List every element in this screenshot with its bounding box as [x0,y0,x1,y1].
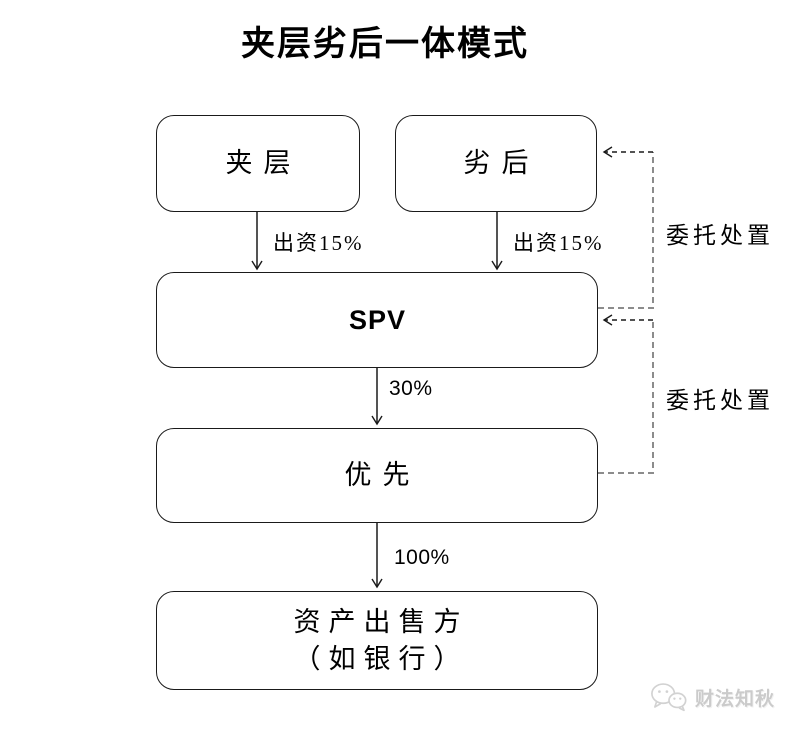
node-senior: 优先 [156,428,598,523]
diagram-title: 夹层劣后一体模式 [241,25,529,63]
node-seller-label-line2: （如银行） [293,643,469,674]
node-senior-label: 优先 [344,460,421,491]
edge-label-100pct: 100% [394,546,450,569]
edge-label-contribute-15-right: 出资15% [513,231,604,255]
node-subordinate: 劣后 [395,115,597,212]
edge-label-30pct: 30% [389,377,433,400]
wechat-icon [651,683,687,712]
watermark: 财法知秋 [649,681,775,713]
node-spv-label: SPV [348,304,407,335]
watermark-text: 财法知秋 [695,688,776,710]
dashed-elbow-spv-to-subordinate [598,152,654,309]
node-mezzanine: 夹层 [156,115,360,212]
node-spv: SPV [156,272,598,368]
dashed-elbow-senior-to-spv [598,320,654,474]
edge-label-entrust-top: 委托处置 [666,223,774,248]
node-mezzanine-label: 夹层 [225,148,302,179]
edge-label-entrust-bottom: 委托处置 [666,388,774,413]
node-seller-label-line1: 资产出售方 [293,607,469,638]
edge-label-contribute-15-left: 出资15% [273,231,364,255]
node-seller: 资产出售方 （如银行） [156,591,598,690]
node-subordinate-label: 劣后 [463,148,540,179]
